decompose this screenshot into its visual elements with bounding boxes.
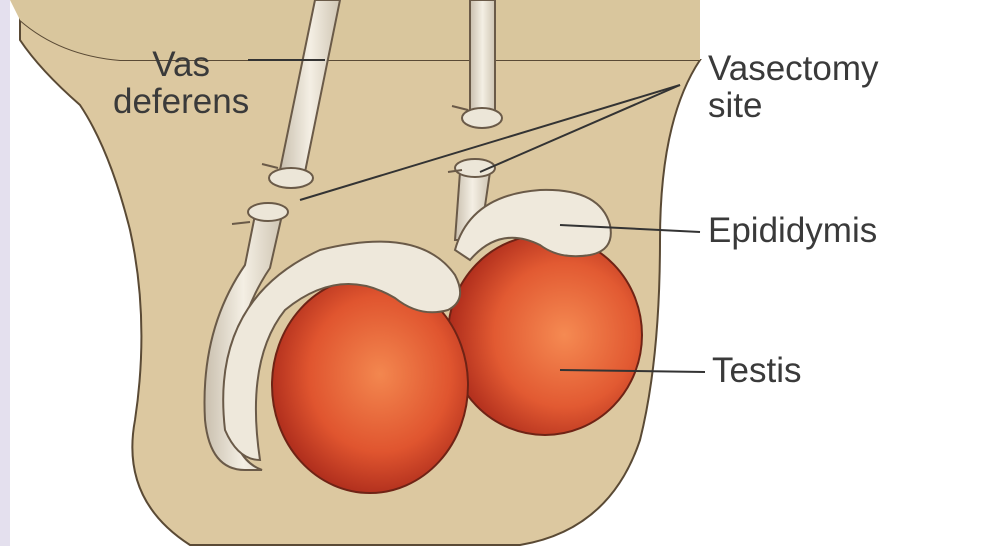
label-epididymis: Epididymis (708, 212, 877, 249)
vas-deferens-right-upper (470, 0, 495, 112)
testis-right (448, 235, 642, 435)
label-vasectomy-site: Vasectomy site (708, 50, 879, 124)
label-vas-deferens: Vas deferens (113, 46, 249, 120)
diagram-panel: Vas deferens Vasectomy site Epididymis T… (10, 0, 995, 546)
label-testis: Testis (712, 352, 801, 389)
